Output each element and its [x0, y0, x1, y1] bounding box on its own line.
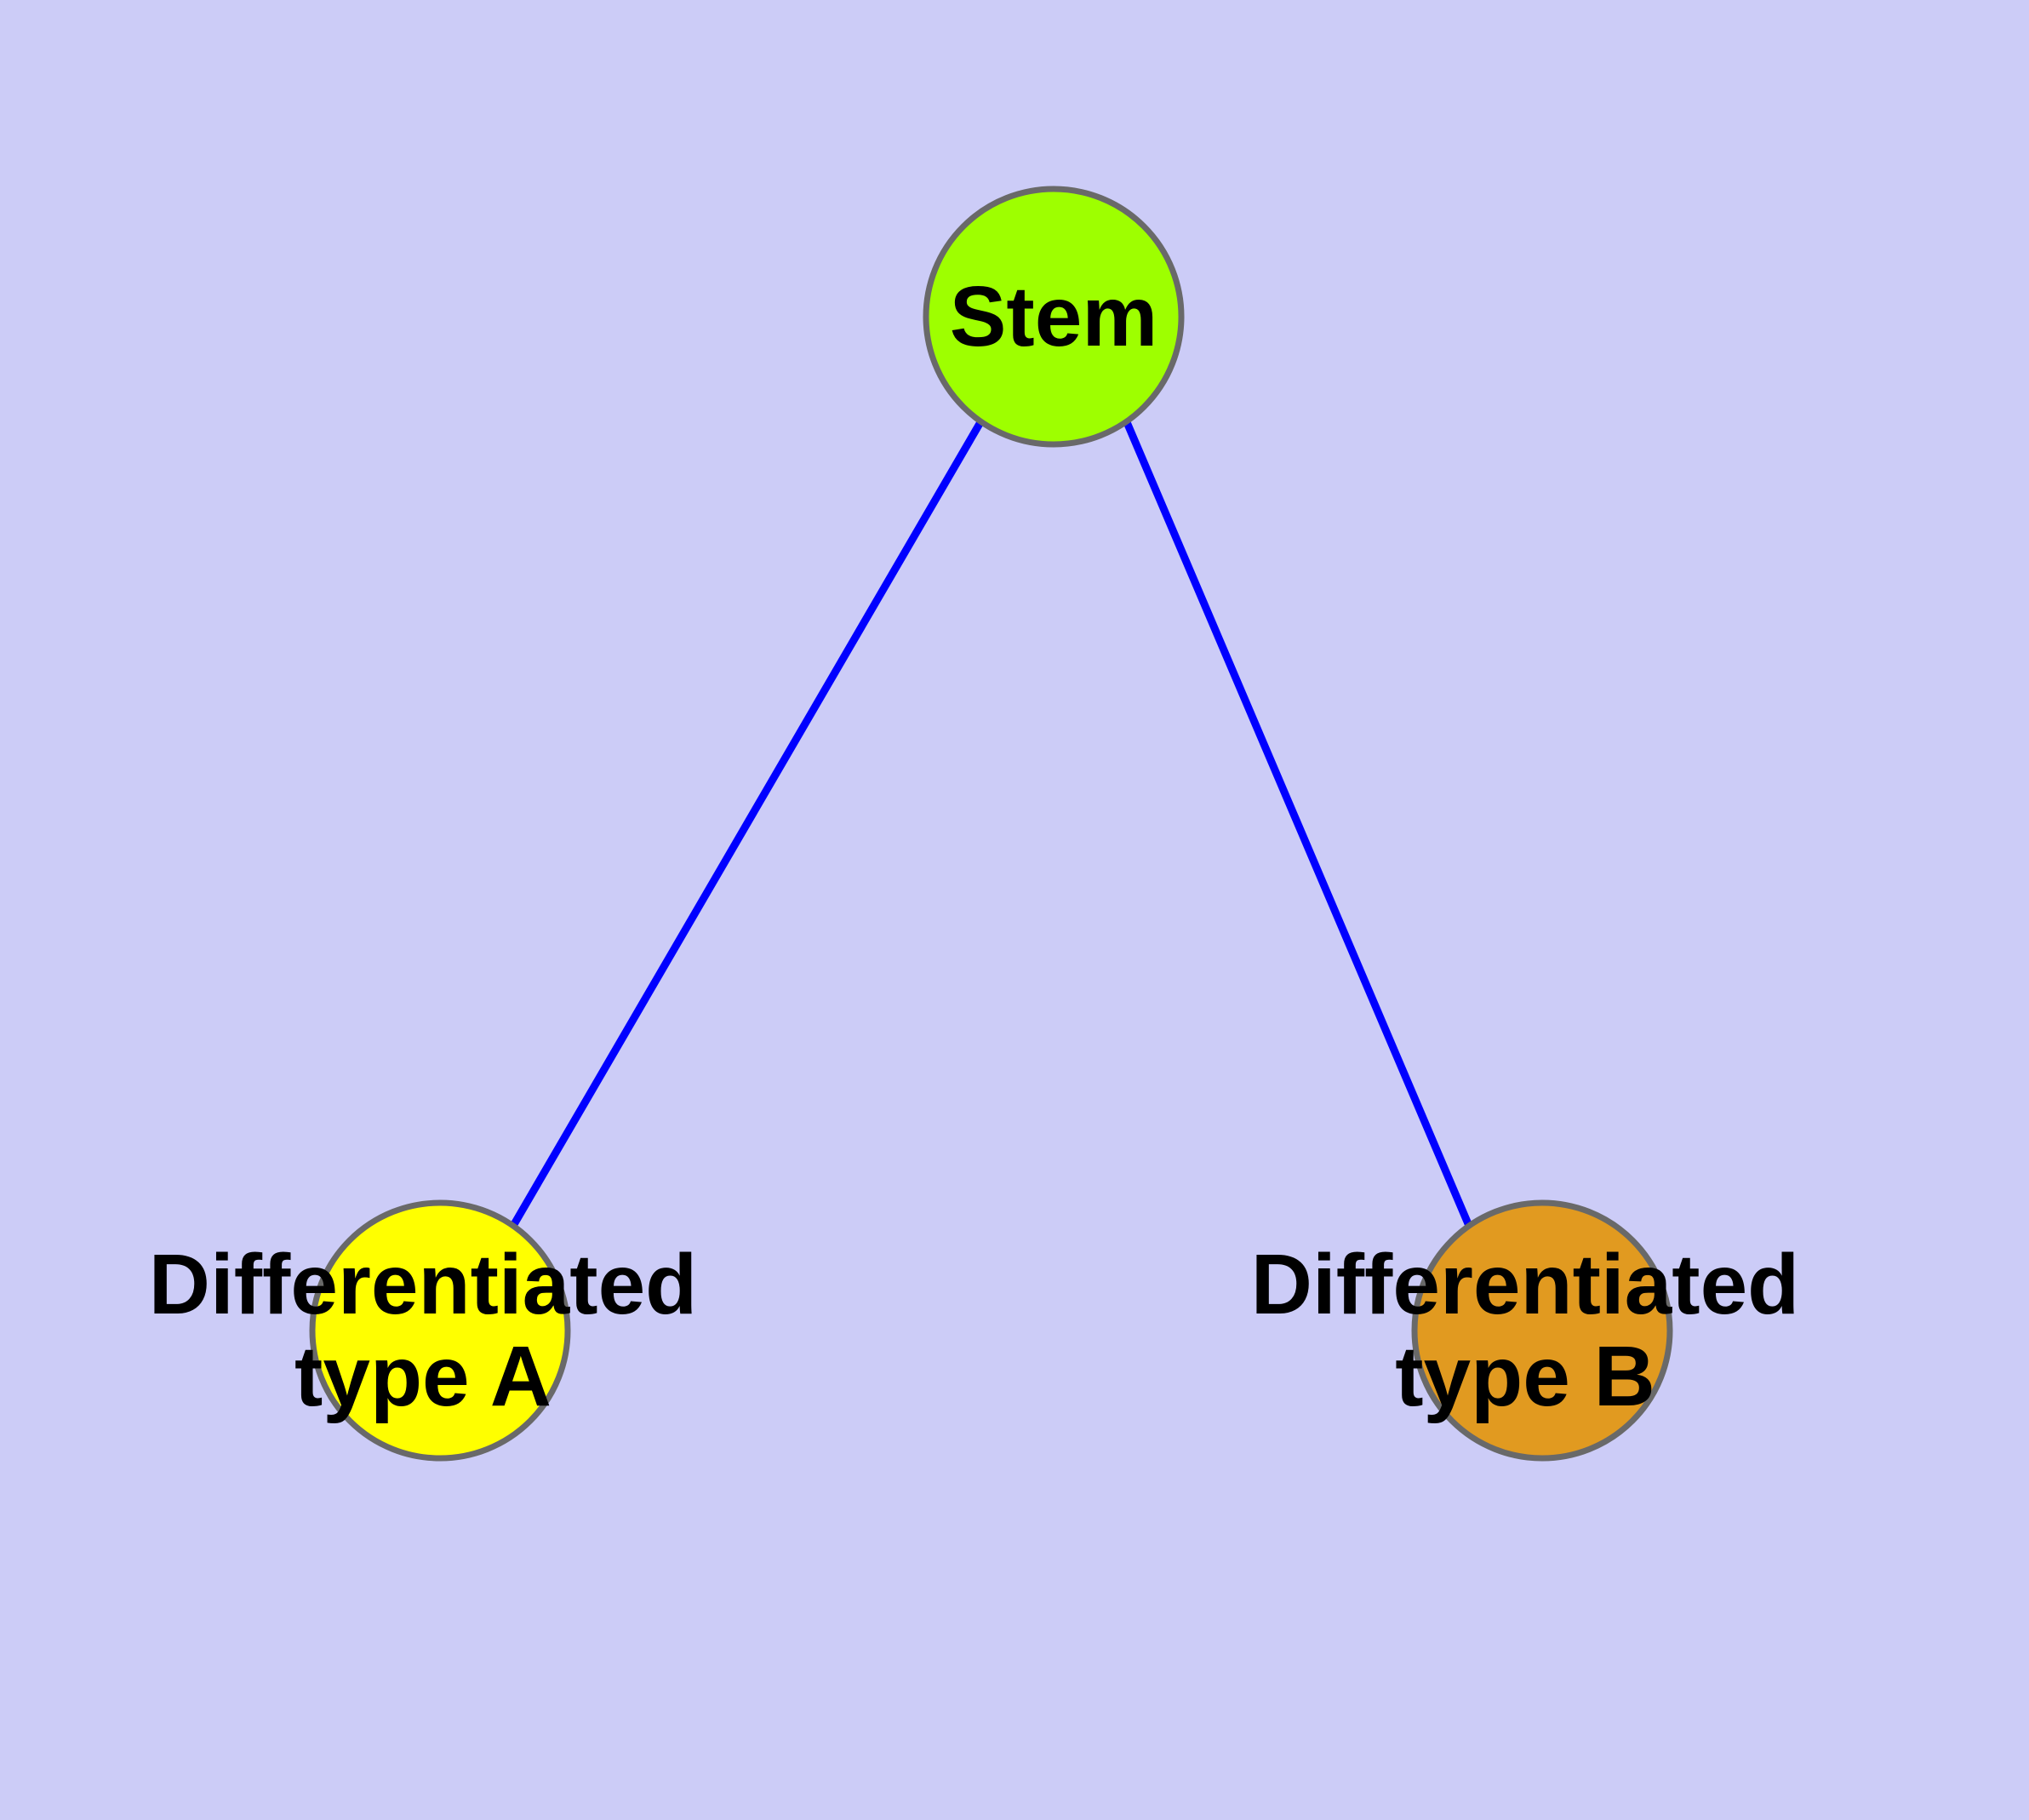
node-label-line: Stem	[950, 269, 1158, 364]
node-differentiated-type-a[interactable]	[309, 1199, 571, 1462]
edge-stem-to-differentiated-a[interactable]	[510, 420, 984, 1228]
node-label-line: Differentiated	[149, 1237, 698, 1332]
node-label-line: type A	[294, 1329, 552, 1424]
edge-stem-to-differentiated-b[interactable]	[1123, 421, 1473, 1228]
node-label-line: type B	[1395, 1329, 1655, 1424]
edges-layer	[510, 420, 1473, 1228]
node-differentiated-type-b[interactable]	[1411, 1199, 1673, 1462]
node-label-stem: Stem	[950, 269, 1158, 364]
node-stem[interactable]	[923, 186, 1185, 448]
node-label-line: Differentiated	[1251, 1237, 1800, 1332]
nodes-layer	[309, 186, 1673, 1462]
